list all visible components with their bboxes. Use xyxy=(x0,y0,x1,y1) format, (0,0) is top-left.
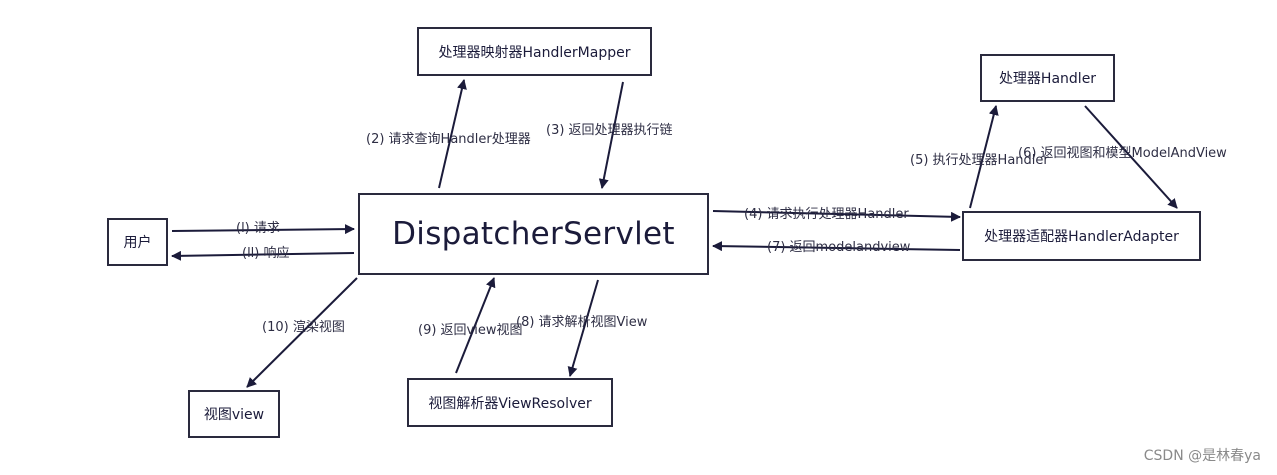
arrow-10-render xyxy=(246,277,358,388)
edge-label-3: (3) 返回处理器执行链 xyxy=(546,123,673,138)
user-node: 用户 xyxy=(107,218,168,266)
mapper-node-label: 处理器映射器HandlerMapper xyxy=(438,44,631,61)
arrow-7-return-mav xyxy=(712,241,961,252)
edge-label-2: (2) 请求查询Handler处理器 xyxy=(366,132,531,147)
resolver-node-label: 视图解析器ViewResolver xyxy=(428,395,592,412)
arrow-6-handler-to-adapter xyxy=(1084,105,1178,209)
edge-label-1: (l) 请求 xyxy=(236,221,280,236)
handler-node: 处理器Handler xyxy=(980,54,1115,102)
adapter-node: 处理器适配器HandlerAdapter xyxy=(962,211,1201,261)
arrow-3-return-chain xyxy=(598,81,624,189)
dispatcher-servlet-node: DispatcherServlet xyxy=(358,193,709,275)
resolver-node: 视图解析器ViewResolver xyxy=(407,378,613,427)
arrow-2-query-mapper xyxy=(438,79,467,189)
edge-label-6: (6) 返回视图和模型ModelAndView xyxy=(1018,146,1227,161)
user-node-label: 用户 xyxy=(123,235,152,251)
edge-label-7: (7) 返回modelandview xyxy=(767,240,911,255)
arrow-5-adapter-to-handler xyxy=(969,105,999,209)
edge-label-4: (4) 请求执行处理器Handler xyxy=(744,207,909,222)
edge-label-10: (10) 渲染视图 xyxy=(262,320,345,335)
view-node-label: 视图view xyxy=(203,407,265,423)
arrow-9-return-view xyxy=(455,277,496,374)
adapter-node-label: 处理器适配器HandlerAdapter xyxy=(984,229,1179,245)
arrow-8-resolve-view xyxy=(567,279,599,377)
view-node: 视图view xyxy=(188,390,280,438)
edge-label-9: (9) 返回view视图 xyxy=(418,323,523,338)
edge-label-8: (8) 请求解析视图View xyxy=(516,315,648,330)
edge-label-11: (ll) 响应 xyxy=(242,246,290,261)
mapper-node: 处理器映射器HandlerMapper xyxy=(417,27,652,76)
edge-label-5: (5) 执行处理器Handler xyxy=(910,153,1049,168)
arrow-1-request xyxy=(171,224,355,235)
watermark: CSDN @是林春ya xyxy=(1143,448,1261,464)
arrow-11-response xyxy=(171,250,355,261)
dispatcher-servlet-label: DispatcherServlet xyxy=(392,216,675,252)
arrow-4-execute-handler xyxy=(712,210,961,222)
handler-node-label: 处理器Handler xyxy=(998,71,1097,87)
